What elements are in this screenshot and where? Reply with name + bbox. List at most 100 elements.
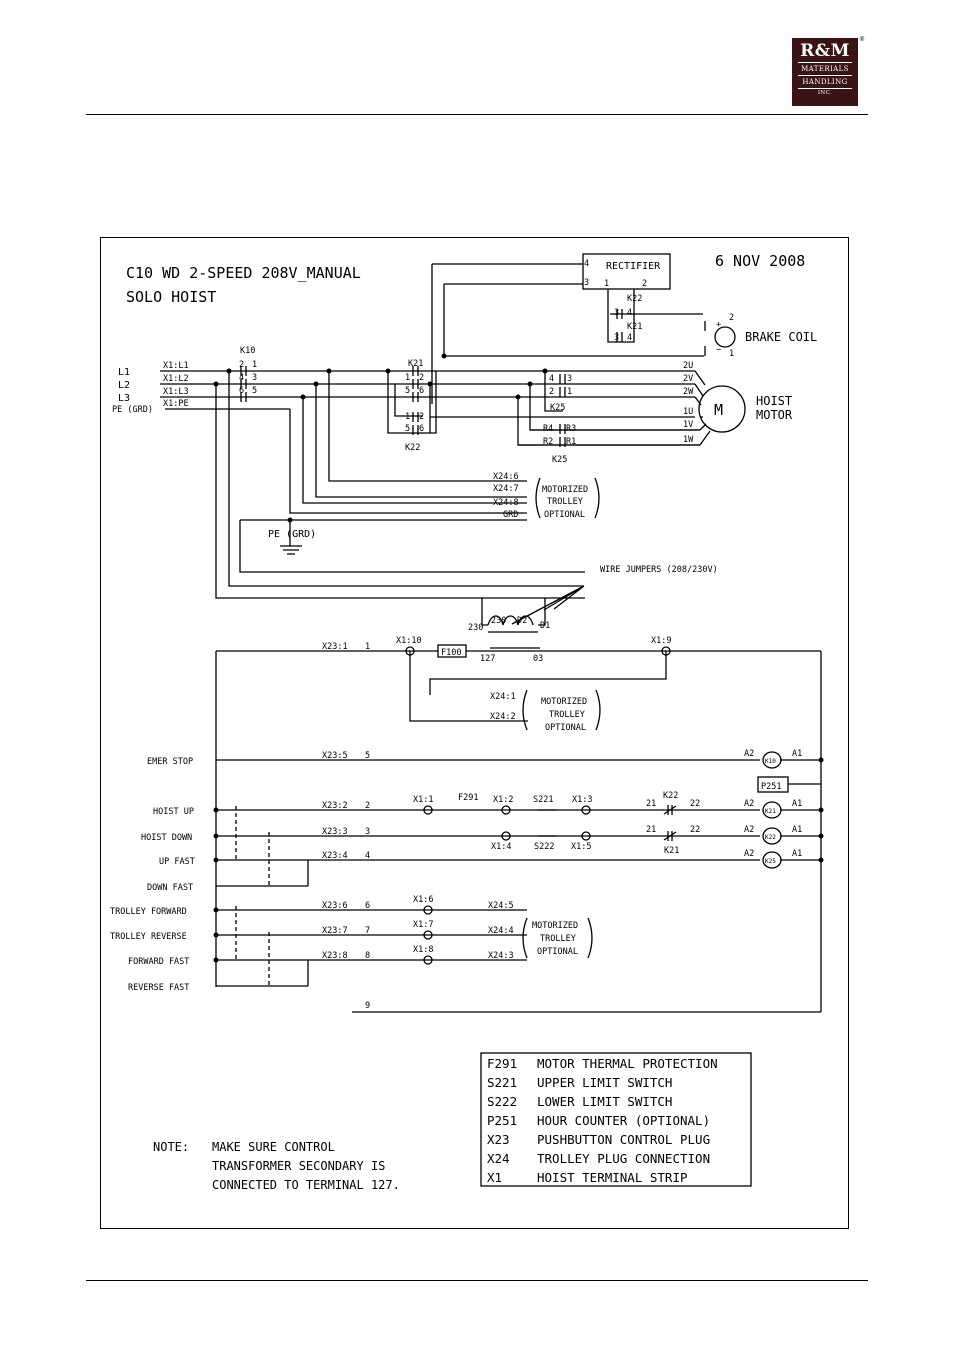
contactor-k25-label: K25 <box>550 403 565 413</box>
legend-code-3: P251 <box>487 1113 517 1128</box>
rectifier-pin-2: 2 <box>642 279 647 289</box>
trolley-note2-1: MOTORIZED <box>532 921 578 931</box>
button-hoist-down: HOIST DOWN <box>141 833 192 843</box>
trolley-note-2: TROLLEY <box>549 710 585 720</box>
hoist-down-21: 21 <box>646 825 656 835</box>
transformer-tap-230a: 230 <box>468 623 483 633</box>
note-line-1: MAKE SURE CONTROL <box>212 1140 335 1154</box>
k21-a1: A1 <box>792 799 802 809</box>
k21-n2: 2 <box>419 373 424 383</box>
k25-n4: 4 <box>549 374 554 384</box>
k25b-r2: R2 <box>543 437 553 447</box>
motor-label-2: MOTOR <box>756 408 793 422</box>
line-l3: L3 <box>118 393 130 404</box>
ground-label: PE (GRD) <box>268 529 316 540</box>
motor-term-2v: 2V <box>683 374 693 384</box>
legend-code-2: S222 <box>487 1094 517 1109</box>
wire-2-label: 2 <box>365 801 370 811</box>
brake-plus: + <box>716 320 721 330</box>
coil-k25-icon <box>762 851 782 869</box>
motor-term-2u: 2U <box>683 361 693 371</box>
terminal-x1-9: X1:9 <box>651 636 671 646</box>
terminal-x1-1: X1:1 <box>413 795 433 805</box>
plug-x23-5: X23:5 <box>322 751 348 761</box>
coil-k10-label: K10 <box>765 758 776 765</box>
plug-x23-7: X23:7 <box>322 926 348 936</box>
hoist-motor-icon <box>698 385 746 433</box>
k21-n5: 5 <box>405 386 410 396</box>
hoist-up-22: 22 <box>690 799 700 809</box>
motor-term-1w: 1W <box>683 435 694 445</box>
k10-contact-3: 3 <box>252 373 257 383</box>
contactor-k22-label: K22 <box>405 443 420 453</box>
p251-label: P251 <box>761 782 781 792</box>
legend-list: F291 MOTOR THERMAL PROTECTION S221 UPPER… <box>487 1056 718 1185</box>
legend-code-1: S221 <box>487 1075 517 1090</box>
button-down-fast: DOWN FAST <box>147 883 193 893</box>
f291-label: F291 <box>458 793 478 803</box>
plug-x23-3: X23:3 <box>322 827 348 837</box>
line-l2: L2 <box>118 380 130 391</box>
transformer-tap-d1: D1 <box>540 621 550 631</box>
legend-box <box>480 1052 752 1187</box>
plug-x24-4: X24:4 <box>488 926 514 936</box>
transformer-tap-230b: 230 <box>491 616 506 626</box>
trolley-power-note-3: OPTIONAL <box>544 510 585 520</box>
plug-x23-8: X23:8 <box>322 951 348 961</box>
line-pe: PE (GRD) <box>112 405 153 415</box>
terminal-x1-l1: X1:L1 <box>163 361 189 371</box>
coil-k22-label: K22 <box>765 834 776 841</box>
power-wiring <box>160 253 746 649</box>
fuse-f100-label: F100 <box>441 648 461 658</box>
note-label: NOTE: <box>153 1140 189 1154</box>
wire-8-label: 8 <box>365 951 370 961</box>
legend-code-5: X24 <box>487 1151 510 1166</box>
button-hoist-up: HOIST UP <box>153 807 194 817</box>
terminal-x1-3: X1:3 <box>572 795 592 805</box>
title-line2: SOLO HOIST <box>126 288 216 306</box>
button-forward-fast: FORWARD FAST <box>128 957 189 967</box>
legend-desc-3: HOUR COUNTER (OPTIONAL) <box>537 1113 710 1128</box>
button-up-fast: UP FAST <box>159 857 195 867</box>
diagram-frame <box>100 237 849 1229</box>
k21-n1: 1 <box>405 373 410 383</box>
legend-desc-4: PUSHBUTTON CONTROL PLUG <box>537 1132 710 1147</box>
motor-term-2w: 2W <box>683 387 694 397</box>
k10-contact-5: 5 <box>252 386 257 396</box>
line-l1: L1 <box>118 367 130 378</box>
coil-k22-icon <box>762 827 782 845</box>
legend-desc-6: HOIST TERMINAL STRIP <box>537 1170 688 1185</box>
trolley-note-1: MOTORIZED <box>541 697 587 707</box>
k10-a1: A1 <box>792 749 802 759</box>
brake-k21-n3: 3 <box>614 333 619 343</box>
brake-k21-n4: 4 <box>627 333 632 343</box>
s221-label: S221 <box>533 795 553 805</box>
trolley-power-note-1: MOTORIZED <box>542 485 588 495</box>
hoist-down-k21: K21 <box>664 846 679 856</box>
legend-code-6: X1 <box>487 1170 502 1185</box>
terminal-x1-l3: X1:L3 <box>163 387 189 397</box>
wire-1-label: 1 <box>365 642 370 652</box>
plug-x24-1: X24:1 <box>490 692 516 702</box>
trolley-power-grd: GRD <box>503 510 518 520</box>
brake-minus: − <box>716 345 721 355</box>
wire-3-label: 3 <box>365 827 370 837</box>
legend-code-4: X23 <box>487 1132 510 1147</box>
k25-n3: 3 <box>567 374 572 384</box>
s222-label: S222 <box>534 842 554 852</box>
rectifier-pin-1: 1 <box>604 279 609 289</box>
k25b-r4: R4 <box>543 424 553 434</box>
motor-label-1: HOIST <box>756 394 792 408</box>
button-emer-stop: EMER STOP <box>147 757 193 767</box>
trolley-note2-2: TROLLEY <box>540 934 576 944</box>
k21-a2: A2 <box>744 799 754 809</box>
footer-rule <box>86 1280 868 1281</box>
button-trolley-reverse: TROLLEY REVERSE <box>110 932 187 942</box>
trolley-power-x24-6: X24:6 <box>493 472 519 482</box>
transformer-tap-127: 127 <box>480 654 495 664</box>
note-line-2: TRANSFORMER SECONDARY IS <box>212 1159 385 1173</box>
terminal-x1-10: X1:10 <box>396 636 422 646</box>
legend-desc-1: UPPER LIMIT SWITCH <box>537 1075 672 1090</box>
k25-a2: A2 <box>744 849 754 859</box>
legend-desc-0: MOTOR THERMAL PROTECTION <box>537 1056 718 1071</box>
